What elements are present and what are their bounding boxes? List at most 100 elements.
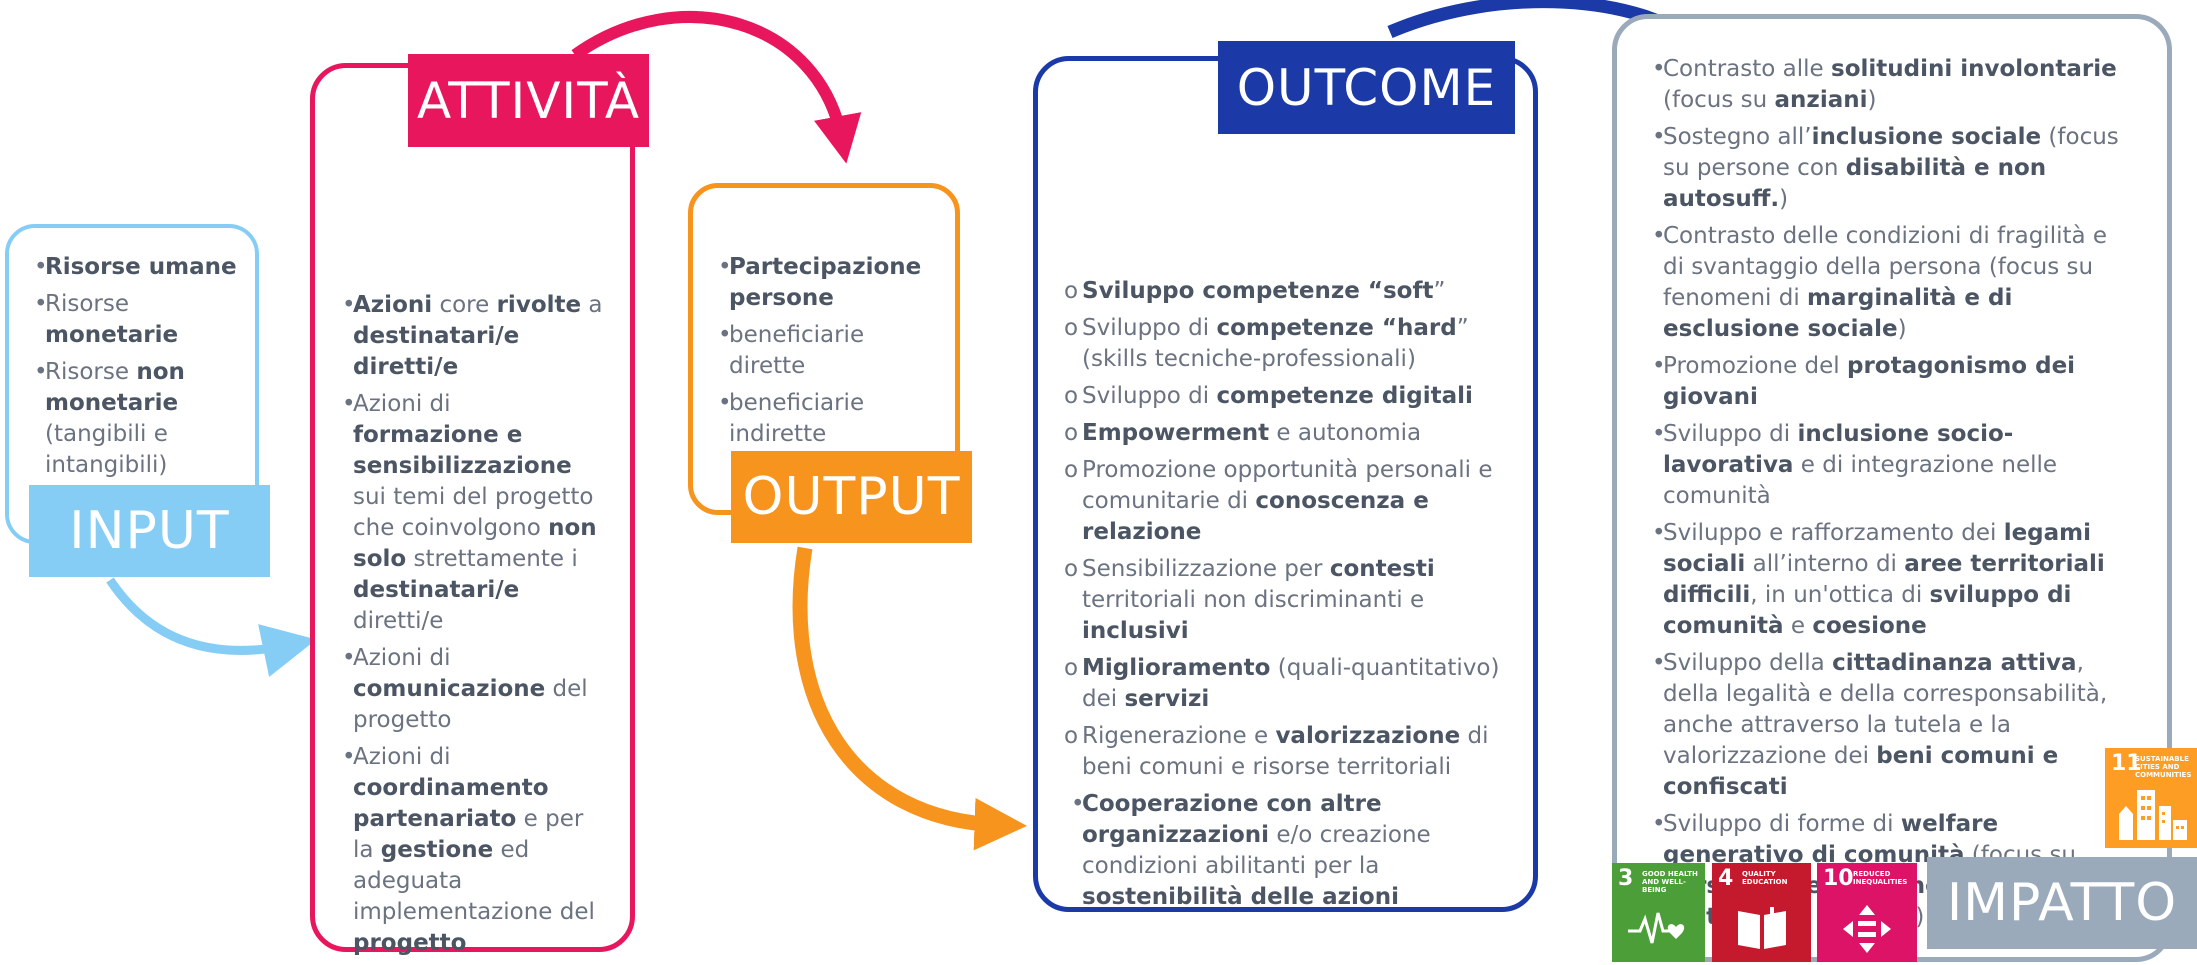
text: sui temi del progetto che coinvolgono [353, 484, 594, 541]
text: Sviluppo di [1663, 421, 1798, 447]
bullet-marker: • [342, 645, 356, 671]
bullet-marker: • [718, 254, 732, 280]
bold-text: Risorse umane [45, 254, 237, 280]
bold-text: contesti [1329, 556, 1435, 582]
output-list: •Partecipazione persone•beneficiarie dir… [718, 252, 929, 456]
text: ) [1915, 904, 1925, 930]
impatto-list: •Contrasto alle solitudini involontarie … [1652, 54, 2131, 939]
sdg-11-tile: 11 SUSTAINABLE CITIES AND COMMUNITIES [2105, 748, 2197, 848]
output-header: OUTPUT [731, 451, 972, 543]
text: Sviluppo della [1663, 650, 1833, 676]
text: Risorse [45, 291, 130, 317]
text: strettamente i [406, 546, 578, 572]
bold-text: formazione e sensibilizzazione [353, 422, 572, 479]
list-item: •Risorse non monetarie (tangibili e inta… [34, 357, 245, 481]
bullet-marker: • [718, 390, 732, 416]
bullet-marker: • [1652, 124, 1666, 150]
list-item: •Azioni di coordinamento partenariato e … [342, 742, 603, 959]
text: Contrasto alle [1663, 56, 1831, 82]
bullet-marker: • [1652, 650, 1666, 676]
bold-text: non solo [353, 515, 597, 572]
bold-text: marginalità e di esclusione sociale [1663, 285, 2013, 342]
text: Azioni di [353, 645, 451, 671]
bold-text: monetarie [45, 322, 179, 348]
text: (quali-quantitativo) dei [1082, 655, 1500, 712]
bullet-marker: • [1652, 811, 1666, 837]
bullet-marker: o [1064, 655, 1079, 681]
text: Sviluppo di [1082, 315, 1217, 341]
impatto-panel [1612, 14, 2172, 962]
list-item: •Partecipazione persone [718, 252, 929, 314]
bold-text: Partecipazione persone [729, 254, 922, 311]
bold-text: sostenibilità delle azioni [1082, 884, 1399, 910]
bold-text: aree territoriali difficili [1663, 551, 2105, 608]
text: , della legalità e della corresponsabili… [1663, 650, 2108, 769]
bullet-marker: o [1064, 315, 1079, 341]
bullet-marker: • [1071, 791, 1085, 817]
text: Sostegno all’ [1663, 124, 1812, 150]
list-item: •Sviluppo di inclusione socio-lavorativa… [1652, 419, 2131, 512]
bullet-marker: o [1064, 723, 1079, 749]
sdg-10-tile: 10 REDUCED INEQUALITIES [1817, 863, 1917, 962]
sdg-4-tile: 4 QUALITY EDUCATION [1712, 863, 1811, 962]
text: ) [1897, 316, 1907, 342]
text: territoriali non discriminanti e [1082, 587, 1425, 613]
list-item: •Sviluppo e rafforzamento dei legami soc… [1652, 518, 2131, 642]
bold-text: inclusione sociale [1811, 124, 2042, 150]
bold-text: Miglioramento [1082, 655, 1271, 681]
text: Contrasto delle condizioni di fragilità … [1663, 223, 2108, 311]
text: ) [1867, 87, 1877, 113]
bold-text: Azioni [353, 292, 433, 318]
text: e autonomia [1269, 420, 1422, 446]
bold-text: comunicazione [353, 676, 546, 702]
bold-text: destinatari/e [353, 577, 520, 603]
attivita-to-output-arrow [571, 11, 862, 164]
text: Azioni di [353, 391, 451, 417]
bold-text: conoscenza e relazione [1082, 488, 1429, 545]
bold-text: solitudini involontarie [1831, 56, 2117, 82]
input-header: INPUT [29, 485, 270, 577]
bold-text: sviluppo di comunità [1663, 582, 2072, 639]
text: Sviluppo di [1082, 383, 1217, 409]
bold-text: non monetarie [45, 359, 185, 416]
bullet-marker: • [1652, 520, 1666, 546]
text: di beni comuni e risorse territoriali [1082, 723, 1489, 780]
bold-text: cittadinanza attiva [1832, 650, 2077, 676]
text: Promozione del [1663, 353, 1847, 379]
bold-text: disabilità e non autosuff. [1663, 155, 2047, 212]
text: Azioni di [353, 744, 451, 770]
text: (focus su [1663, 87, 1775, 113]
bold-text: valorizzazione [1275, 723, 1461, 749]
bold-text: Sviluppo competenze “soft [1082, 278, 1434, 304]
bullet-marker: • [1652, 353, 1666, 379]
list-item: •Azioni di formazione e sensibilizzazion… [342, 389, 603, 637]
bullet-marker: • [342, 391, 356, 417]
bold-text: Empowerment [1082, 420, 1270, 446]
text: ed adeguata implementazione del [353, 837, 595, 925]
text: (focus su persone con [1663, 124, 2119, 181]
equality-icon [1843, 905, 1891, 953]
list-item: •Contrasto delle condizioni di fragilità… [1652, 221, 2131, 345]
text: e per la [353, 806, 584, 863]
attivita-list: •Azioni core rivolte a destinatari/e dir… [342, 290, 603, 965]
text: all’interno di [1745, 551, 1905, 577]
bullet-marker: • [718, 322, 732, 348]
text: Risorse [45, 359, 137, 385]
bold-text: protagonismo dei giovani [1663, 353, 2076, 410]
bold-text: coordinamento partenariato [353, 775, 549, 832]
text: , in un'ottica di [1750, 582, 1930, 608]
bold-text: anziani [1774, 87, 1868, 113]
bold-text: legami sociali [1663, 520, 2092, 577]
bold-text: servizi [1124, 686, 1210, 712]
text: beneficiarie dirette [729, 322, 865, 379]
list-item: •beneficiarie dirette [718, 320, 929, 382]
bold-text: rivolte [496, 292, 582, 318]
bullet-marker: • [34, 291, 48, 317]
text: Promozione opportunità personali e comun… [1082, 457, 1493, 514]
text: ” [1433, 278, 1446, 304]
text: a [581, 292, 603, 318]
text: del progetto [353, 676, 588, 733]
